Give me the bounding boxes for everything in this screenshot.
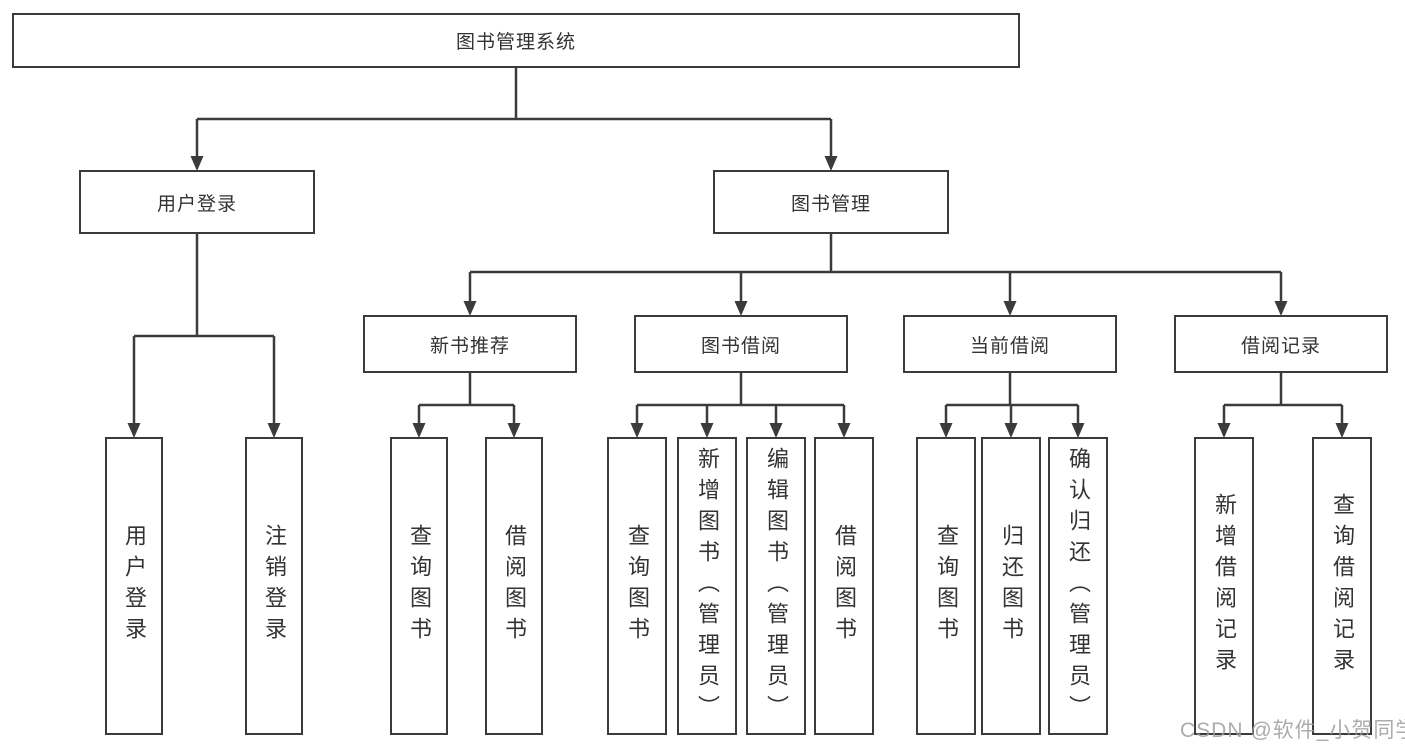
- connector-user-login-branch: [132, 234, 276, 424]
- node-book-management-label: 图书管理: [790, 193, 871, 215]
- node-user-login: 用户登录: [79, 170, 315, 234]
- leaf-borrow-query-books: 查询图书: [607, 437, 667, 735]
- node-book-borrowing-label: 图书借阅: [700, 335, 781, 357]
- node-root-system-label: 图书管理系统: [455, 32, 576, 53]
- connector-book-mgmt-branch: [468, 234, 1283, 302]
- leaf-newbook-borrow-books-label: 借阅图书: [502, 524, 527, 648]
- leaf-current-query-books-label: 查询图书: [934, 524, 959, 648]
- node-new-book-recommendation-label: 新书推荐: [429, 335, 510, 357]
- node-root-system: 图书管理系统: [12, 13, 1020, 68]
- leaf-newbook-borrow-books: 借阅图书: [485, 437, 543, 735]
- leaf-newbook-query-books: 查询图书: [390, 437, 448, 735]
- csdn-watermark: CSDN @软件_小贺同学: [1180, 719, 1405, 742]
- node-borrowing-records-label: 借阅记录: [1240, 335, 1321, 357]
- leaf-current-return-books: 归还图书: [981, 437, 1041, 735]
- leaf-newbook-query-books-label: 查询图书: [407, 524, 432, 648]
- arrowheads-current-borrow-branch: [939, 423, 1085, 438]
- connector-new-book-branch: [417, 373, 516, 424]
- leaf-record-query-borrow-record-label: 查询借阅记录: [1330, 493, 1355, 679]
- leaf-borrow-edit-books-admin-label: 编辑图书（管理员）: [764, 446, 789, 726]
- node-book-management: 图书管理: [713, 170, 949, 234]
- connector-borrow-record-branch: [1222, 373, 1344, 424]
- leaf-record-query-borrow-record: 查询借阅记录: [1312, 437, 1372, 735]
- leaf-borrow-borrow-books-label: 借阅图书: [832, 524, 857, 648]
- connector-book-borrow-branch: [635, 373, 846, 424]
- leaf-logout: 注销登录: [245, 437, 303, 735]
- arrowheads-book-mgmt-branch: [463, 301, 1288, 316]
- leaf-borrow-add-books-admin-label: 新增图书（管理员）: [695, 446, 720, 726]
- node-book-borrowing: 图书借阅: [634, 315, 848, 373]
- arrowheads-user-login-branch: [127, 423, 281, 438]
- arrowheads-borrow-record-branch: [1217, 423, 1349, 438]
- arrowheads-new-book-branch: [412, 423, 521, 438]
- leaf-borrow-query-books-label: 查询图书: [625, 524, 650, 648]
- arrowheads-book-borrow-branch: [630, 423, 851, 438]
- leaf-borrow-borrow-books: 借阅图书: [814, 437, 874, 735]
- node-current-borrowing-label: 当前借阅: [969, 335, 1050, 357]
- leaf-borrow-edit-books-admin: 编辑图书（管理员）: [746, 437, 806, 735]
- node-borrowing-records: 借阅记录: [1174, 315, 1388, 373]
- leaf-current-confirm-return-admin-label: 确认归还（管理员）: [1066, 446, 1091, 726]
- node-user-login-label: 用户登录: [156, 193, 237, 215]
- leaf-user-login-label: 用户登录: [122, 524, 147, 648]
- leaf-record-add-borrow-record: 新增借阅记录: [1194, 437, 1254, 735]
- node-current-borrowing: 当前借阅: [903, 315, 1117, 373]
- leaf-borrow-add-books-admin: 新增图书（管理员）: [677, 437, 737, 735]
- leaf-current-return-books-label: 归还图书: [999, 524, 1024, 648]
- connector-current-borrow-branch: [944, 373, 1080, 424]
- node-new-book-recommendation: 新书推荐: [363, 315, 577, 373]
- connector-root-to-level2: [195, 68, 833, 157]
- leaf-user-login: 用户登录: [105, 437, 163, 735]
- leaf-current-query-books: 查询图书: [916, 437, 976, 735]
- leaf-record-add-borrow-record-label: 新增借阅记录: [1212, 493, 1237, 679]
- arrowheads-root-to-level2: [190, 156, 838, 171]
- leaf-logout-label: 注销登录: [262, 524, 287, 648]
- leaf-current-confirm-return-admin: 确认归还（管理员）: [1048, 437, 1108, 735]
